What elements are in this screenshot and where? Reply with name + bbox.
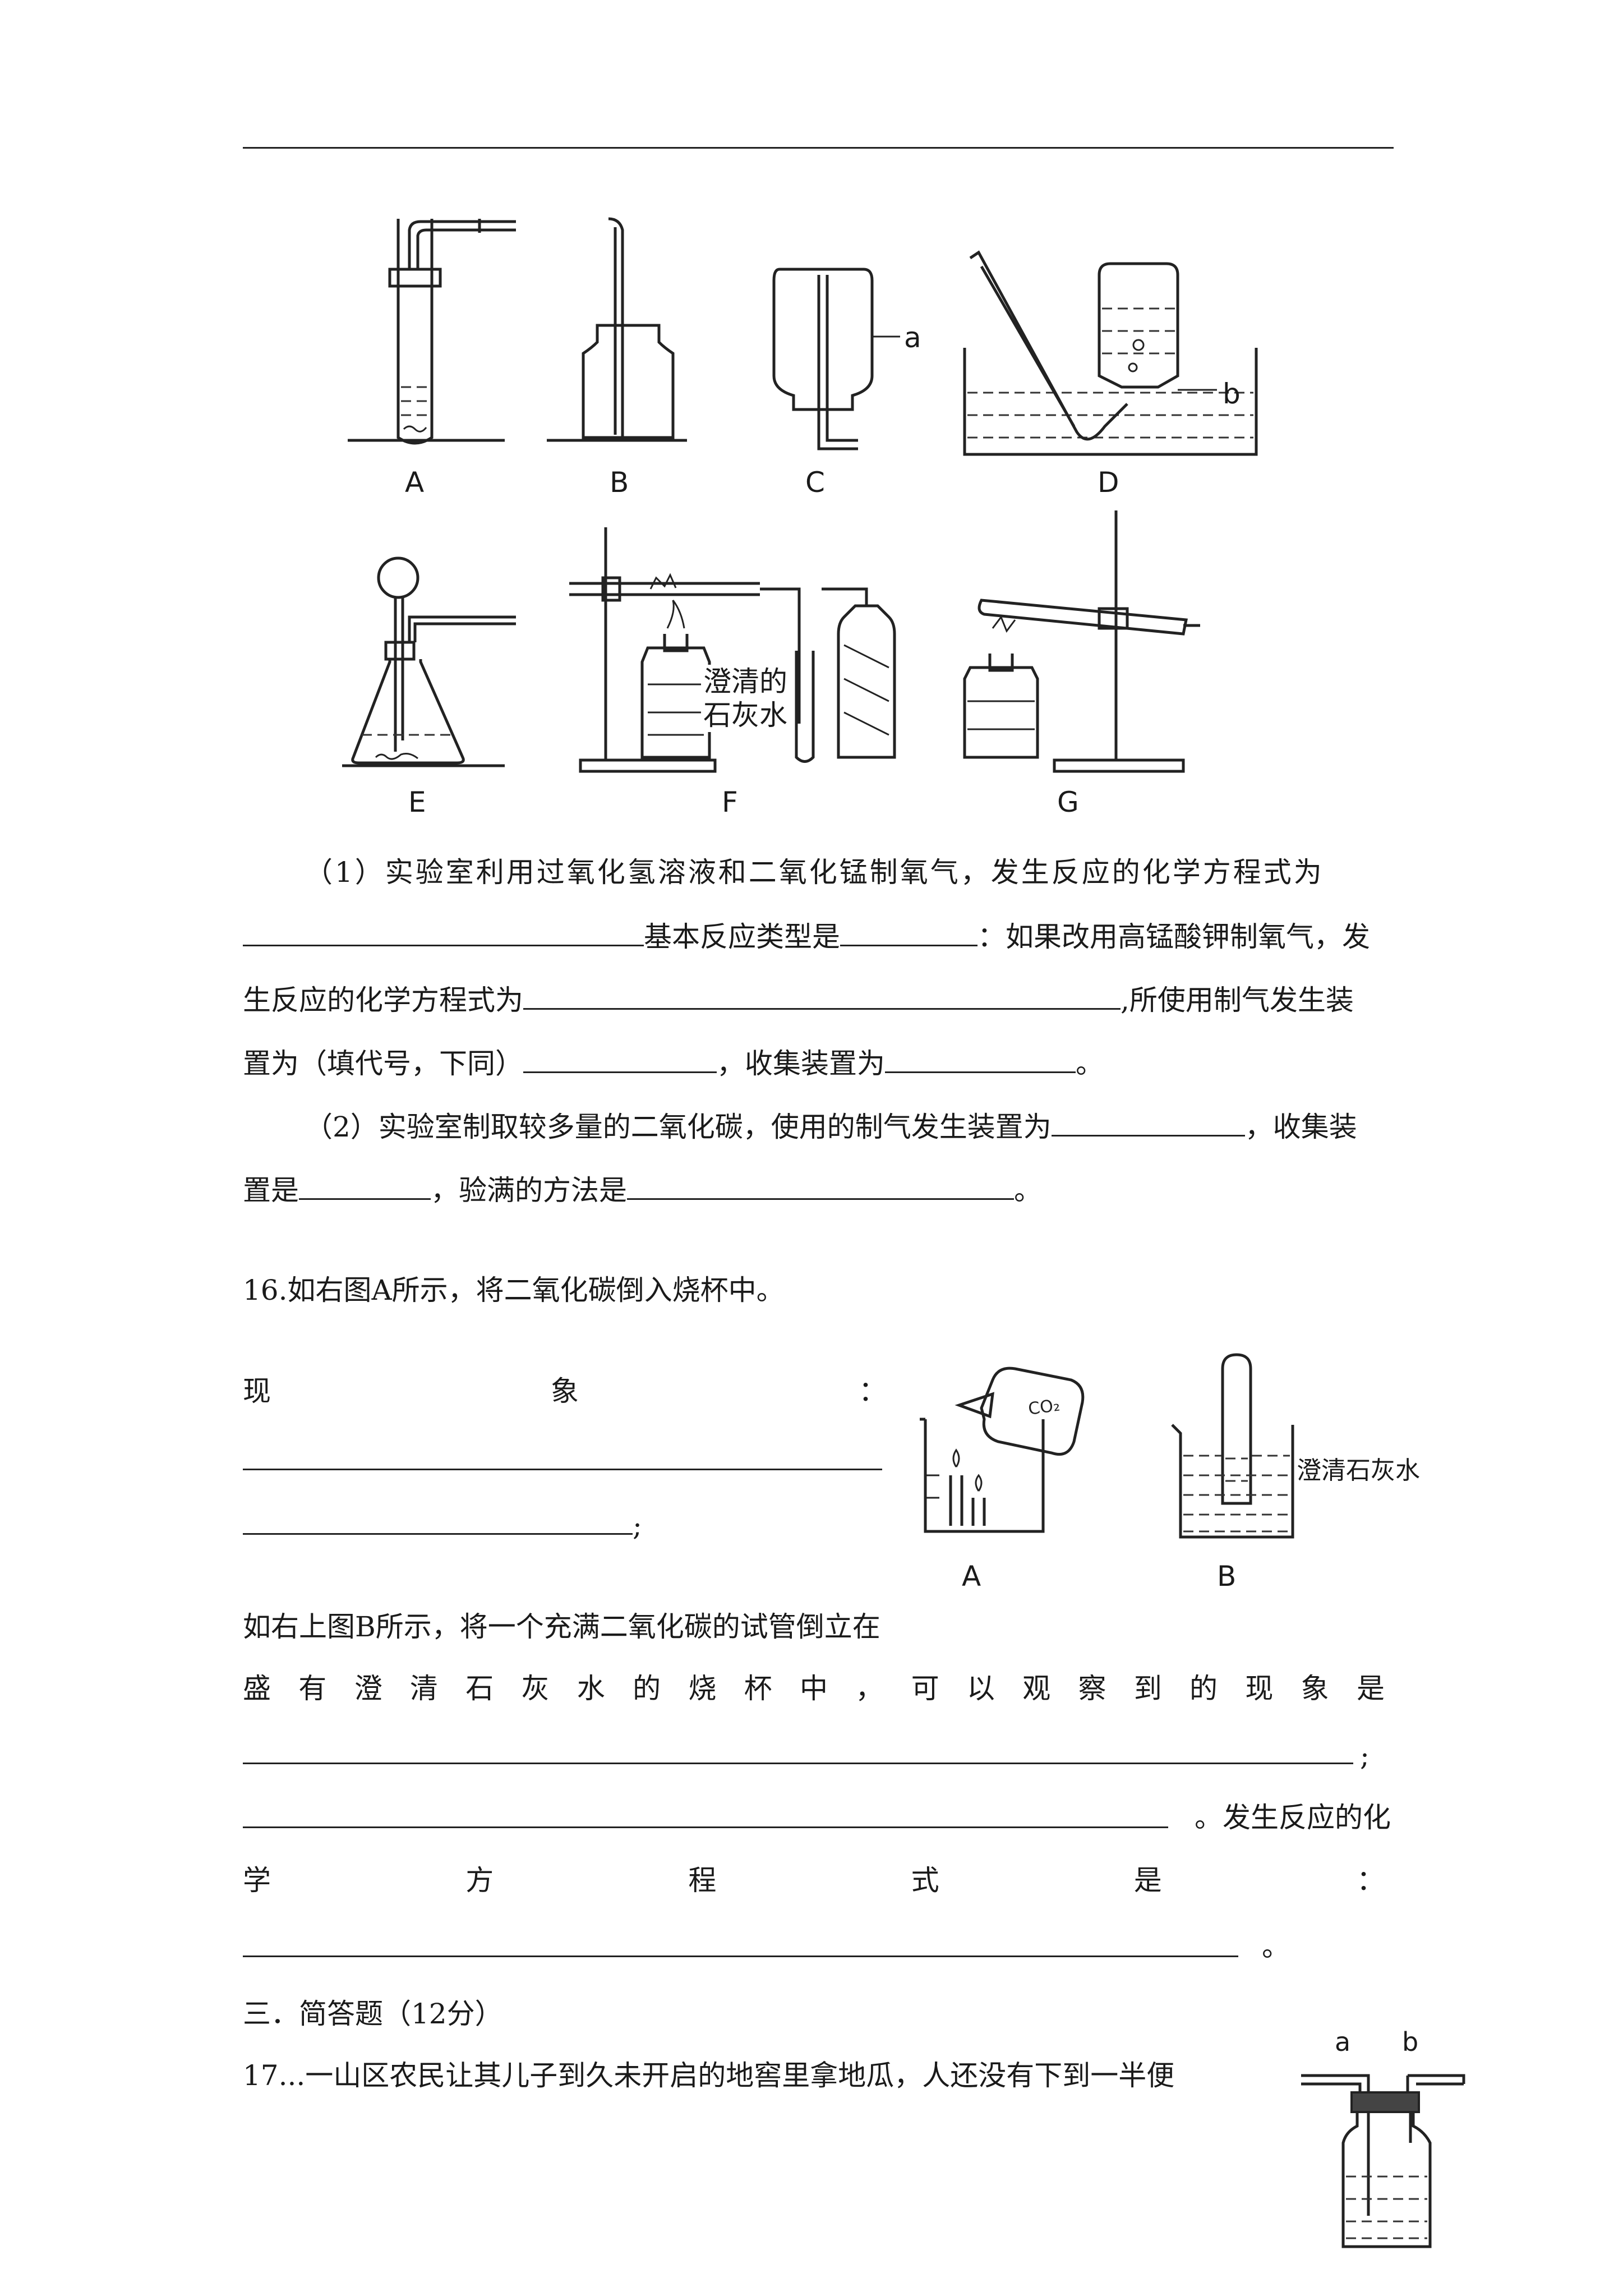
q17-text: 17...一山区农民让其儿子到久未开启的地窖里拿地瓜，人还没有下到一半便 — [243, 2059, 1175, 2092]
label-d: D — [1098, 466, 1119, 499]
figure-a-pour-co2: CO₂ — [920, 1366, 1085, 1533]
q16-blank-1[interactable] — [243, 1469, 882, 1470]
q16-blank-4[interactable] — [243, 1826, 1168, 1828]
apparatus-g — [963, 510, 1200, 773]
figure-b-limewater-label: 澄清石灰水 — [1297, 1456, 1420, 1485]
blank-full-check[interactable] — [627, 1174, 1014, 1200]
label-f: F — [722, 786, 738, 818]
header-rule — [243, 147, 1394, 149]
section3-heading: 三．简答题（12分） — [243, 1998, 503, 2030]
q16-blank-3[interactable] — [243, 1763, 1353, 1764]
q16-blank-5[interactable] — [243, 1955, 1238, 1957]
bottle-pointer-b: b — [1402, 2027, 1419, 2057]
q16-line-g-end: 。 — [1262, 1930, 1290, 1963]
limewater-label-1: 澄清的 — [701, 665, 790, 698]
q15-p1-line1: （1）实验室利用过氧化氢溶液和二氧化锰制氧气，发生反应的化学方程式为 — [305, 856, 1324, 889]
blank-equation-1[interactable] — [243, 920, 644, 946]
limewater-label-2: 石灰水 — [701, 698, 790, 732]
bottle-pointer-a: a — [1335, 2027, 1351, 2057]
label-g: G — [1057, 786, 1079, 818]
q16-intro: 16.如右图A所示，将二氧化碳倒入烧杯中。 — [243, 1274, 785, 1306]
apparatus-c — [772, 268, 900, 450]
apparatus-b — [547, 217, 687, 442]
blank-reaction-type[interactable] — [840, 920, 978, 946]
q15-p2-line2: 置是，验满的方法是。 — [243, 1174, 1042, 1207]
label-a: A — [405, 466, 425, 499]
apparatus-a — [348, 219, 516, 445]
q16-semicolon: ; — [633, 1510, 642, 1542]
label-e: E — [408, 786, 426, 818]
blank-collector-2[interactable] — [299, 1174, 431, 1200]
apparatus-d — [963, 250, 1258, 456]
q15-p1-line2: 基本反应类型是：如果改用高锰酸钾制氧气，发 — [243, 920, 1370, 954]
q16-line-c: 盛 有 澄 清 石 灰 水 的 烧 杯 中 ， 可 以 观 察 到 的 现 象 … — [243, 1672, 1385, 1705]
figure-b-limewater — [1171, 1353, 1294, 1539]
svg-text:CO₂: CO₂ — [1027, 1395, 1061, 1419]
figure-a-label: A — [962, 1560, 981, 1593]
blank-generator-1[interactable] — [523, 1047, 717, 1073]
label-c: C — [805, 466, 825, 499]
q16-blank-2[interactable] — [243, 1533, 633, 1535]
label-b: B — [610, 466, 629, 499]
gas-washing-bottle — [1301, 2074, 1465, 2248]
q15-p1-line3: 生反应的化学方程式为,所使用制气发生装 — [243, 983, 1354, 1016]
apparatus-e — [342, 556, 516, 767]
pointer-a: a — [904, 321, 921, 354]
blank-generator-2[interactable] — [1051, 1110, 1245, 1137]
q16-phenomenon-line: 现 象 ： — [243, 1375, 887, 1407]
q16-line-b: 如右上图B所示，将一个充满二氧化碳的试管倒立在 — [243, 1611, 880, 1643]
blank-equation-2[interactable] — [523, 983, 1121, 1010]
q16-line-f: 学 方 程 式 是 ： — [243, 1864, 1385, 1897]
q15-p2-line1: （2）实验室制取较多量的二氧化碳，使用的制气发生装置为，收集装 — [305, 1110, 1357, 1143]
pointer-b: b — [1223, 378, 1241, 410]
apparatus-f — [569, 527, 896, 773]
figure-b-label: B — [1217, 1560, 1237, 1593]
q16-line-e-end: 。发生反应的化 — [1195, 1801, 1391, 1834]
q15-p1-line4: 置为（填代号，下同），收集装置为。 — [243, 1047, 1104, 1080]
blank-collector-1[interactable] — [885, 1047, 1076, 1073]
q16-line-d-end: ; — [1360, 1740, 1370, 1772]
